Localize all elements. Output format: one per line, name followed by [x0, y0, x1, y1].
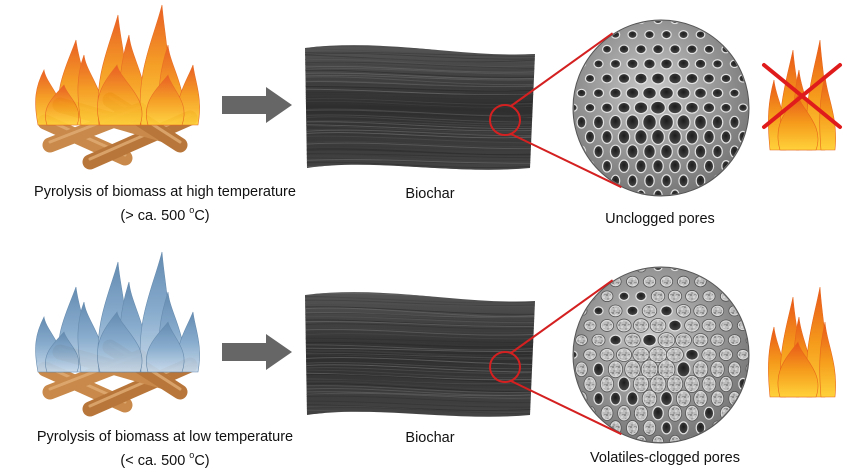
magnifier-circle-icon-1 — [489, 351, 521, 383]
side-flame-tongue-5 — [777, 341, 819, 398]
flame-tongue-8 — [45, 84, 80, 126]
process-label-low: Pyrolysis of biomass at low temperature … — [0, 428, 330, 471]
biochar-block-icon-1 — [305, 292, 535, 417]
micrograph-rim — [572, 266, 750, 444]
flame-tongue-10 — [146, 321, 185, 373]
pores — [574, 268, 748, 442]
process-title-low: Pyrolysis of biomass at low temperature — [36, 429, 294, 445]
arrow-right-icon-0 — [222, 87, 292, 123]
flames-0 — [35, 4, 200, 126]
product-label-high: Biochar — [405, 186, 455, 202]
cross-icon-0 — [762, 63, 842, 129]
temperature-low: (< ca. 500 oC) — [120, 450, 210, 469]
process-title-high: Pyrolysis of biomass at high temperature — [34, 184, 296, 200]
flame-tongue-9 — [97, 311, 143, 373]
process-label-high: Pyrolysis of biomass at high temperature… — [0, 183, 330, 226]
campfire-icon-1 — [35, 251, 200, 417]
biochar-block-icon-0 — [305, 45, 535, 170]
pore-label-unclogged: Unclogged pores — [605, 211, 715, 227]
magnifier-circle-icon-0 — [489, 104, 521, 136]
campfire-icon-0 — [35, 4, 200, 170]
product-label-low: Biochar — [405, 430, 455, 446]
zoom-line-bottom-0 — [510, 133, 622, 189]
flame-tongue-9 — [97, 64, 143, 126]
cross-stroke-b — [762, 63, 842, 129]
zoom-line-top-0 — [510, 32, 614, 107]
flame-tongue-8 — [45, 331, 80, 373]
zoom-line-bottom-1 — [510, 380, 622, 436]
pore-micrograph-icon-0 — [572, 19, 750, 197]
flames-1 — [35, 251, 200, 373]
pore-label-clogged: Volatiles-clogged pores — [590, 450, 740, 466]
arrow-right-icon-1 — [222, 334, 292, 370]
side-flame-tongue-4 — [819, 321, 836, 398]
pore-micrograph-icon-1 — [572, 266, 750, 444]
micrograph-rim — [572, 19, 750, 197]
temperature-high: (> ca. 500 oC) — [120, 205, 210, 224]
log-1 — [82, 357, 198, 417]
flame-tongue-10 — [146, 74, 185, 126]
zoom-line-top-1 — [510, 279, 614, 354]
flame-icon-1 — [768, 286, 836, 398]
log-1 — [82, 110, 198, 170]
